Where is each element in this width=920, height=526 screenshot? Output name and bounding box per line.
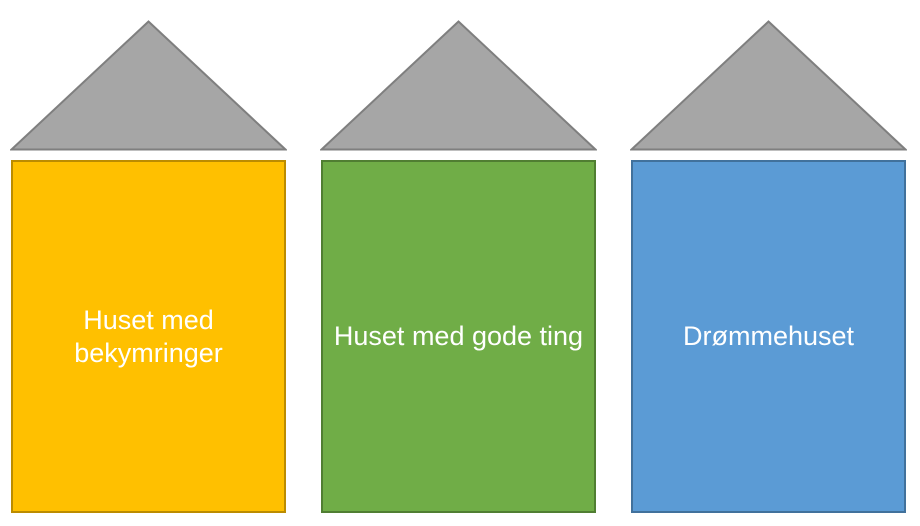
house-worries-body: Huset med bekymringer xyxy=(11,160,286,513)
roof-shape xyxy=(630,20,907,151)
house-dream-body: Drømmehuset xyxy=(631,160,906,513)
house-worries: Huset med bekymringer xyxy=(10,20,287,513)
roof-shape xyxy=(10,20,287,151)
house-good-things: Huset med gode ting xyxy=(320,20,597,513)
house-good-things-body: Huset med gode ting xyxy=(321,160,596,513)
house-dream: Drømmehuset xyxy=(630,20,907,513)
roof-shape xyxy=(320,20,597,151)
house-good-things-label: Huset med gode ting xyxy=(333,321,584,352)
roof-triangle-icon xyxy=(630,20,907,151)
house-dream-label: Drømmehuset xyxy=(682,321,855,352)
roof-triangle-icon xyxy=(320,20,597,151)
roof-triangle-icon xyxy=(10,20,287,151)
house-worries-label: Huset med bekymringer xyxy=(74,305,223,368)
